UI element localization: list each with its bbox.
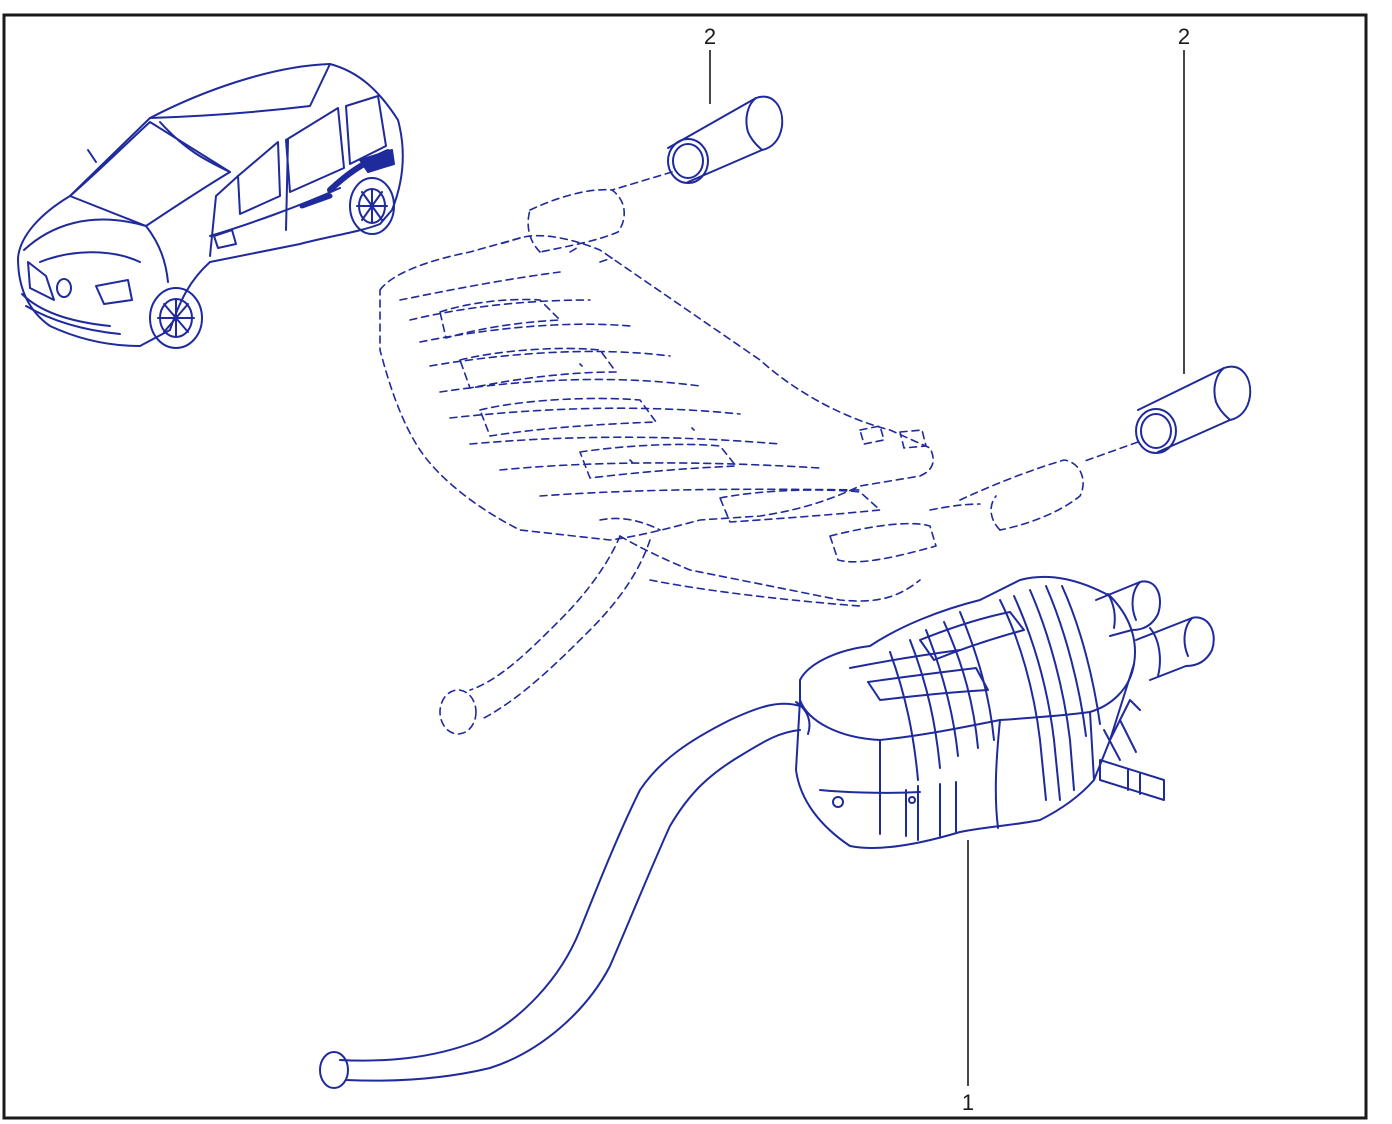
callout-label-right-2: 2 [1178,24,1190,49]
callout-label-1: 1 [962,1090,974,1115]
rear-silencer-part [319,575,1215,1089]
callout-label-left-2: 2 [704,24,716,49]
diagram-frame [2,13,1368,1120]
tailpipe-trim-left-axis [611,171,673,191]
reference-exhaust-assembly-dashed [379,188,1084,735]
tailpipe-trim-right-axis [1081,441,1139,463]
car-locator-illustration [17,63,404,349]
tailpipe-trim-left-part [667,95,784,184]
tailpipe-trim-right-part [1135,365,1252,454]
